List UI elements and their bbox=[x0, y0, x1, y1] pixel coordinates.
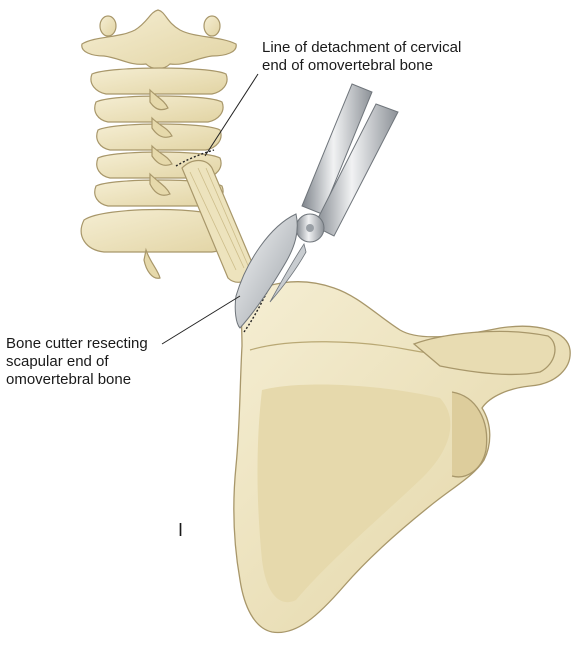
leader-line-cervical-detachment bbox=[204, 73, 259, 157]
bone-cutter-instrument bbox=[234, 83, 399, 329]
panel-letter: I bbox=[178, 520, 184, 540]
label-bone-cutter-line3: omovertebral bone bbox=[6, 371, 132, 388]
label-cervical-detachment-line2: end of omovertebral bone bbox=[262, 57, 433, 74]
leader-line-bone-cutter bbox=[161, 295, 241, 345]
leader-lines bbox=[161, 73, 259, 345]
label-bone-cutter-line2: scapular end of bbox=[6, 353, 109, 370]
label-bone-cutter-line1: Bone cutter resecting bbox=[6, 335, 148, 352]
label-bone-cutter: Bone cutter resecting scapular end of om… bbox=[6, 335, 148, 389]
label-cervical-detachment-line1: Line of detachment of cervical bbox=[262, 39, 462, 56]
scapula bbox=[233, 281, 571, 634]
label-cervical-detachment: Line of detachment of cervical end of om… bbox=[262, 39, 461, 75]
